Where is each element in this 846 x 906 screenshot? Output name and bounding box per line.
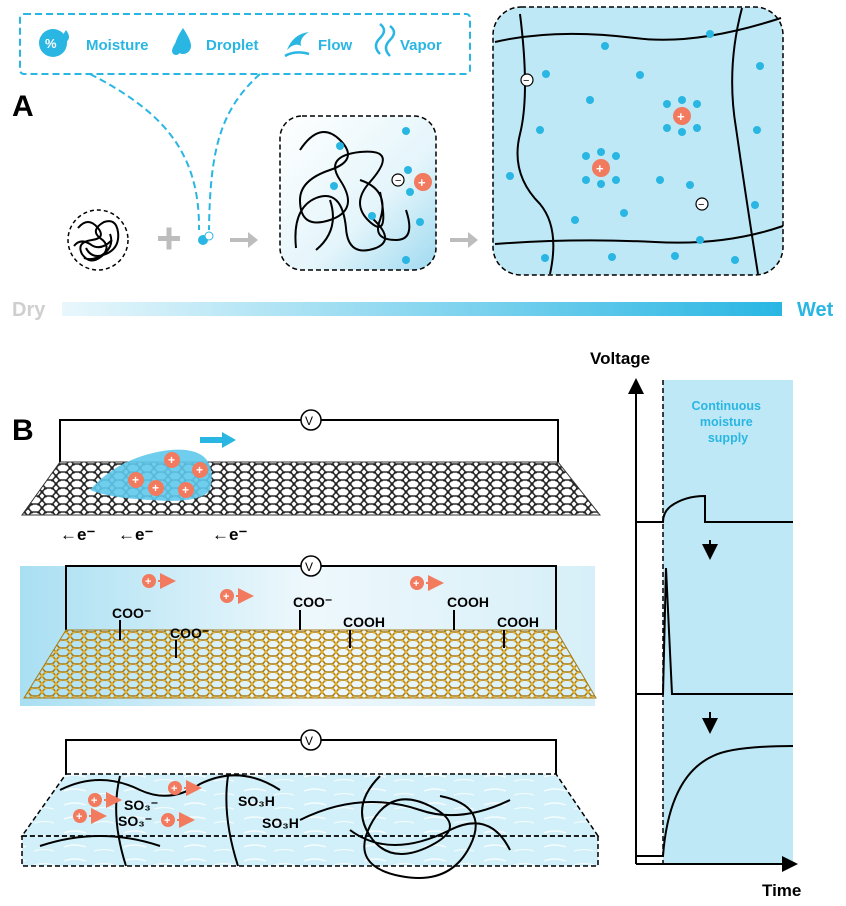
svg-text:+: +	[145, 576, 151, 588]
source-label-vapor: Vapor	[400, 37, 442, 54]
group-label-so3-2: SO₃⁻	[118, 813, 152, 829]
group-label-so3h-2: SO₃H	[262, 815, 299, 831]
graphene-droplet-device: V + + + + +	[21, 409, 602, 516]
dry-polymer-blob	[67, 209, 129, 271]
plus-icon	[158, 227, 180, 250]
svg-text:+: +	[196, 463, 203, 477]
svg-text:+: +	[677, 109, 685, 124]
funnel-line-left	[89, 73, 201, 231]
svg-text:%: %	[45, 36, 57, 51]
voltage-time-plot	[628, 378, 798, 872]
group-label-coo-1: COO⁻	[112, 605, 151, 621]
water-source-box	[19, 13, 471, 75]
svg-text:+: +	[164, 815, 170, 827]
fully-hydrated-polymer: − − + +	[492, 6, 784, 276]
svg-text:+: +	[223, 591, 229, 603]
source-label-droplet: Droplet	[206, 37, 259, 54]
group-label-so3h-1: SO₃H	[238, 793, 275, 809]
svg-text:+: +	[596, 161, 604, 176]
svg-text:+: +	[132, 473, 139, 487]
voltmeter-label: V	[305, 414, 313, 428]
moisture-icon: %	[39, 29, 69, 57]
svg-text:−: −	[395, 175, 401, 187]
electron-label-3: ←e⁻	[212, 525, 247, 544]
y-axis-label: Voltage	[590, 349, 650, 368]
panel-a-label: A	[12, 90, 34, 123]
water-molecule	[198, 231, 214, 245]
gradient-label-wet: Wet	[797, 299, 834, 321]
flow-icon	[284, 32, 310, 58]
group-label-coo-3: COO⁻	[293, 594, 332, 610]
plot-annotation: Continuous moisture supply	[692, 399, 765, 445]
group-label-cooh-2: COOH	[447, 594, 489, 610]
droplet-icon	[172, 28, 191, 55]
svg-text:+: +	[168, 453, 175, 467]
vapor-icon	[374, 23, 396, 57]
source-label-moisture: Moisture	[86, 37, 149, 54]
svg-text:+: +	[152, 481, 159, 495]
voltmeter-label: V	[305, 734, 313, 748]
arrow-icon	[248, 232, 258, 248]
arrow-icon	[468, 232, 478, 248]
source-label-flow: Flow	[318, 37, 352, 54]
gradient-label-dry: Dry	[12, 299, 46, 321]
svg-text:+: +	[171, 783, 177, 795]
group-label-coo-2: COO⁻	[170, 625, 209, 641]
graphene-oxide-device: V + + +	[20, 555, 597, 706]
electron-label-2: ←e⁻	[118, 525, 153, 544]
funnel-line-right	[208, 73, 261, 231]
voltmeter-label: V	[305, 560, 313, 574]
svg-text:−: −	[523, 75, 529, 87]
group-label-so3-1: SO₃⁻	[124, 797, 158, 813]
partially-hydrated-polymer: − +	[279, 115, 437, 271]
svg-text:+: +	[418, 175, 426, 190]
x-axis-label: Time	[762, 881, 801, 900]
svg-text:+: +	[413, 578, 419, 590]
group-label-cooh-1: COOH	[343, 614, 385, 630]
svg-text:−: −	[698, 199, 704, 211]
panel-b-label: B	[12, 414, 34, 447]
svg-text:+: +	[182, 483, 189, 497]
polymer-membrane-device: V + + + +	[20, 729, 600, 879]
group-label-cooh-3: COOH	[497, 614, 539, 630]
svg-text:+: +	[91, 795, 97, 807]
dry-wet-gradient-bar	[62, 302, 782, 316]
electron-label-1: ←e⁻	[60, 525, 95, 544]
svg-text:+: +	[76, 811, 82, 823]
